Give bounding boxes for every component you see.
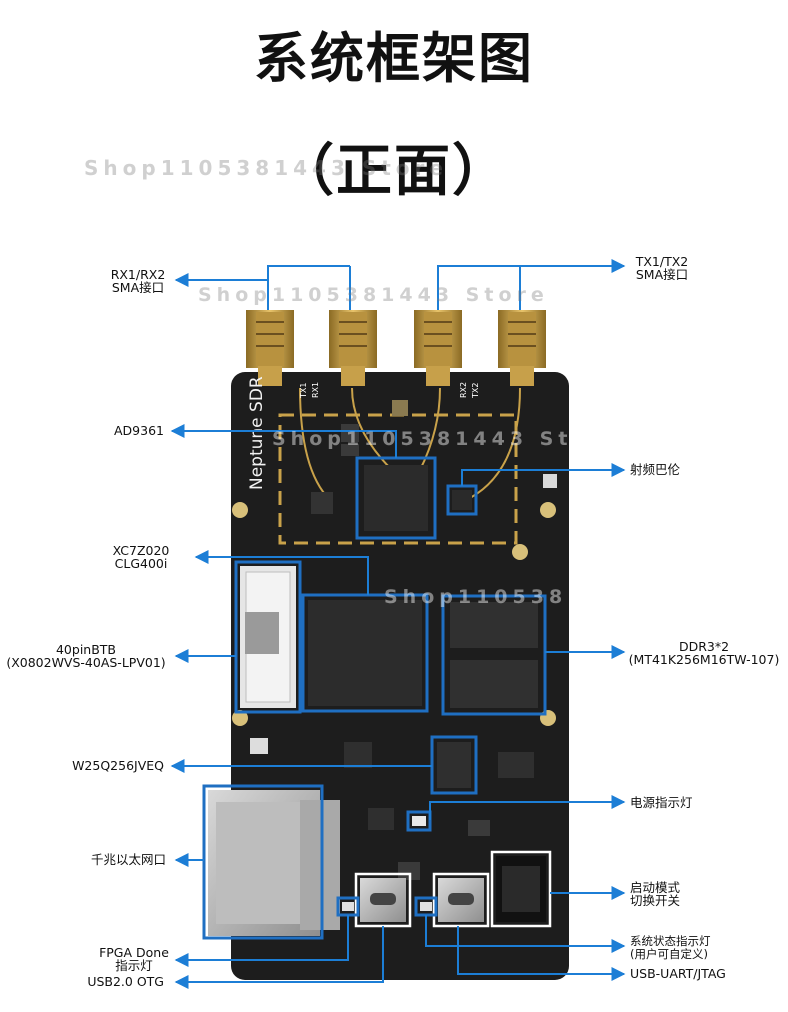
sma-connector-tx2 [498,310,546,386]
zynq-chip [308,600,422,706]
leader-power-led [429,795,626,820]
watermark: Shop1105381443 Store [198,284,549,306]
leader-usb-uart [457,926,626,981]
zynq-highlight [301,593,429,713]
ethernet-highlight [202,784,324,940]
watermark: Shop1105381443 Store [384,586,735,608]
mounting-hole [512,544,528,560]
label-status-led: 系统状态指示灯(用户可自定义) [630,934,711,961]
label-btb: 40pinBTB(X0802WVS-40AS-LPV01) [6,642,166,670]
leader-zynq [194,550,369,595]
connector-mark-rx1: RX1 [311,382,320,398]
leader-fpga-done [174,915,349,967]
mounting-hole [540,502,556,518]
ddr3-highlight [441,594,547,716]
page-subtitle: （正面） [278,139,510,204]
label-usb-otg: USB2.0 OTG [87,974,164,989]
label-power-led: 电源指示灯 [630,795,693,810]
label-ddr: DDR3*2(MT41K256M16TW-107) [628,639,780,667]
leader-ad9361 [170,424,397,458]
annotation-lines [170,259,626,989]
sma-connector-tx1 [414,310,462,386]
mounting-hole [232,502,248,518]
mounting-hole [540,710,556,726]
ddr3-chip-bottom [450,660,538,708]
status-led [420,902,432,911]
label-usb-uart: USB-UART/JTAG [630,966,726,981]
leader-balun [461,463,626,486]
usb-uart-highlight [432,872,490,928]
flash-chip [437,742,471,788]
watermark: Shop1105381443 Store [272,428,623,450]
btb-highlight [234,560,302,714]
label-ad9361: AD9361 [114,423,164,438]
label-ethernet: 千兆以太网口 [90,852,166,867]
connector-mark-tx1: TX1 [299,383,308,399]
connector-mark-rx2: RX2 [459,382,468,398]
watermark: Shop1105381443 Store [84,156,448,180]
leader-rx-sma [267,265,350,310]
power-led-highlight [406,810,432,832]
board-brand-text: Neptune SDR [247,376,267,490]
leader-usb-otg [174,926,384,989]
leader-status-led [425,915,626,953]
sma-connector-rx2 [329,310,377,386]
fpga-done-led [342,902,354,911]
ddr3-chip-top [450,602,538,648]
connector-mark-tx2: TX2 [471,383,480,399]
leader-tx-sma [437,265,521,310]
page-title: 系统框架图 [254,27,534,90]
ad9361-chip [364,465,428,531]
label-flash: W25Q256JVEQ [72,758,164,773]
power-led [412,816,426,826]
sma-connector-rx1 [246,310,294,386]
label-boot-switch: 启动模式切换开关 [630,880,681,908]
label-balun: 射频巴伦 [630,462,681,477]
rf-balun-chip [452,490,472,510]
boot-switch-highlight [490,850,552,928]
mounting-hole [232,710,248,726]
